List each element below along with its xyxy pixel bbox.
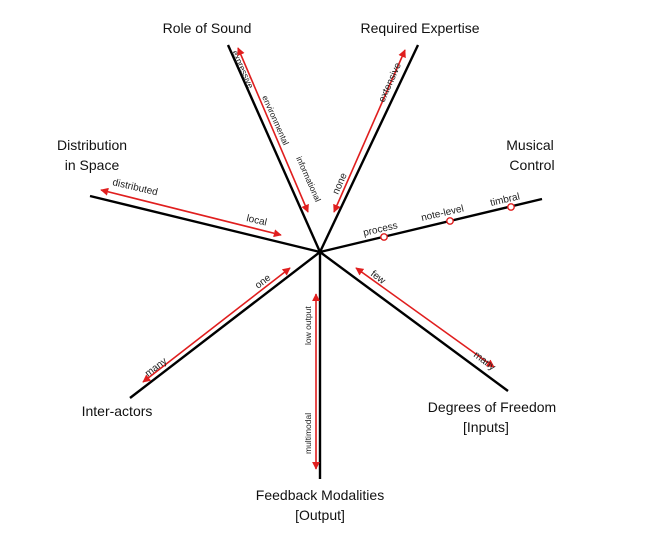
range-inter-actors <box>142 267 291 383</box>
label-required-expertise: Required Expertise <box>360 20 479 36</box>
axis-musical-control <box>319 197 543 254</box>
marker-note-level <box>446 217 454 225</box>
label-role-of-sound: Role of Sound <box>163 20 252 36</box>
range-distribution-in-space <box>100 187 282 238</box>
axis-distribution-in-space <box>89 194 321 254</box>
tick-environmental: environmental <box>260 94 291 147</box>
label-inter-actors: Inter-actors <box>82 403 153 419</box>
axis-required-expertise <box>318 44 420 253</box>
label-musical-control-line1: Musical <box>506 137 553 153</box>
tick-few: few <box>368 269 388 288</box>
marker-timbral <box>507 203 515 211</box>
range-degrees-of-freedom <box>355 267 495 368</box>
label-degrees-of-freedom-line1: Degrees of Freedom <box>428 399 556 415</box>
tick-note-level: note-level <box>420 203 465 223</box>
label-feedback-modalities-line2: [Output] <box>295 507 345 523</box>
label-distribution-line1: Distribution <box>57 137 127 153</box>
label-degrees-of-freedom-line2: [Inputs] <box>463 419 509 435</box>
label-musical-control-line2: Control <box>509 157 554 173</box>
tick-multimodal: multimodal <box>303 413 313 454</box>
range-role-of-sound <box>237 47 309 213</box>
tick-many-dof: many <box>471 350 497 374</box>
tick-expressive: expressive <box>230 49 256 90</box>
axis-degrees-of-freedom <box>319 251 509 392</box>
tick-informational: informational <box>294 155 323 204</box>
label-distribution-line2: in Space <box>65 157 120 173</box>
axis-inter-actors <box>129 251 321 399</box>
marker-process <box>380 233 388 241</box>
range-required-expertise <box>333 49 406 213</box>
label-feedback-modalities-line1: Feedback Modalities <box>256 487 384 503</box>
tick-low-output: low output <box>303 306 313 345</box>
tick-local: local <box>245 213 268 228</box>
tick-many-interactors: many <box>143 356 169 380</box>
tick-one: one <box>253 272 273 291</box>
